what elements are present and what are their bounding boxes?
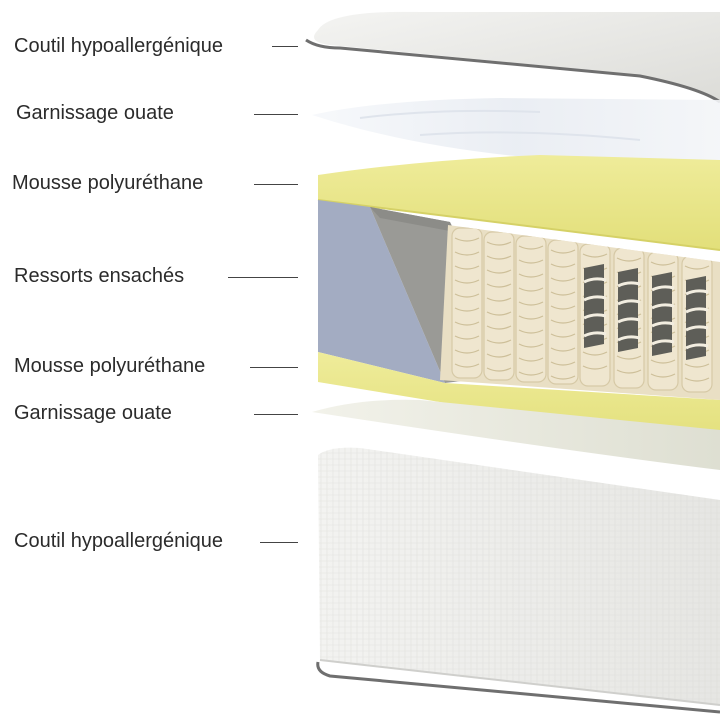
label-top-wadding: Garnissage ouate	[16, 102, 174, 124]
spring-pocket	[647, 251, 679, 391]
label-bottom-ticking: Coutil hypoallergénique	[14, 530, 224, 552]
leader-springs	[228, 277, 298, 278]
spring-pocket	[547, 239, 579, 385]
bottom-wadding-layer	[312, 399, 720, 470]
leader-top-wadding	[254, 114, 298, 115]
leader-top-foam	[254, 184, 298, 185]
spring-pocket	[515, 235, 547, 383]
bottom-ticking-layer	[316, 447, 720, 714]
spring-pocket	[451, 227, 483, 379]
pocket-springs	[440, 225, 720, 400]
leader-bottom-foam	[250, 367, 298, 368]
spring-pocket	[579, 243, 611, 387]
spring-pocket	[681, 255, 713, 393]
label-bottom-foam: Mousse polyuréthane	[14, 355, 206, 377]
leader-top-ticking	[272, 46, 298, 47]
top-foam-layer	[317, 155, 720, 251]
label-springs: Ressorts ensachés	[14, 265, 185, 287]
label-top-foam: Mousse polyuréthane	[12, 172, 204, 194]
label-top-ticking: Coutil hypoallergénique	[14, 35, 224, 57]
top-ticking-layer	[305, 11, 720, 104]
spring-pocket	[613, 247, 645, 389]
leader-bottom-ticking	[260, 542, 298, 543]
leader-bottom-wadding	[254, 414, 298, 415]
spring-pocket	[483, 231, 515, 381]
top-wadding-layer	[312, 98, 720, 165]
label-bottom-wadding: Garnissage ouate	[14, 402, 172, 424]
